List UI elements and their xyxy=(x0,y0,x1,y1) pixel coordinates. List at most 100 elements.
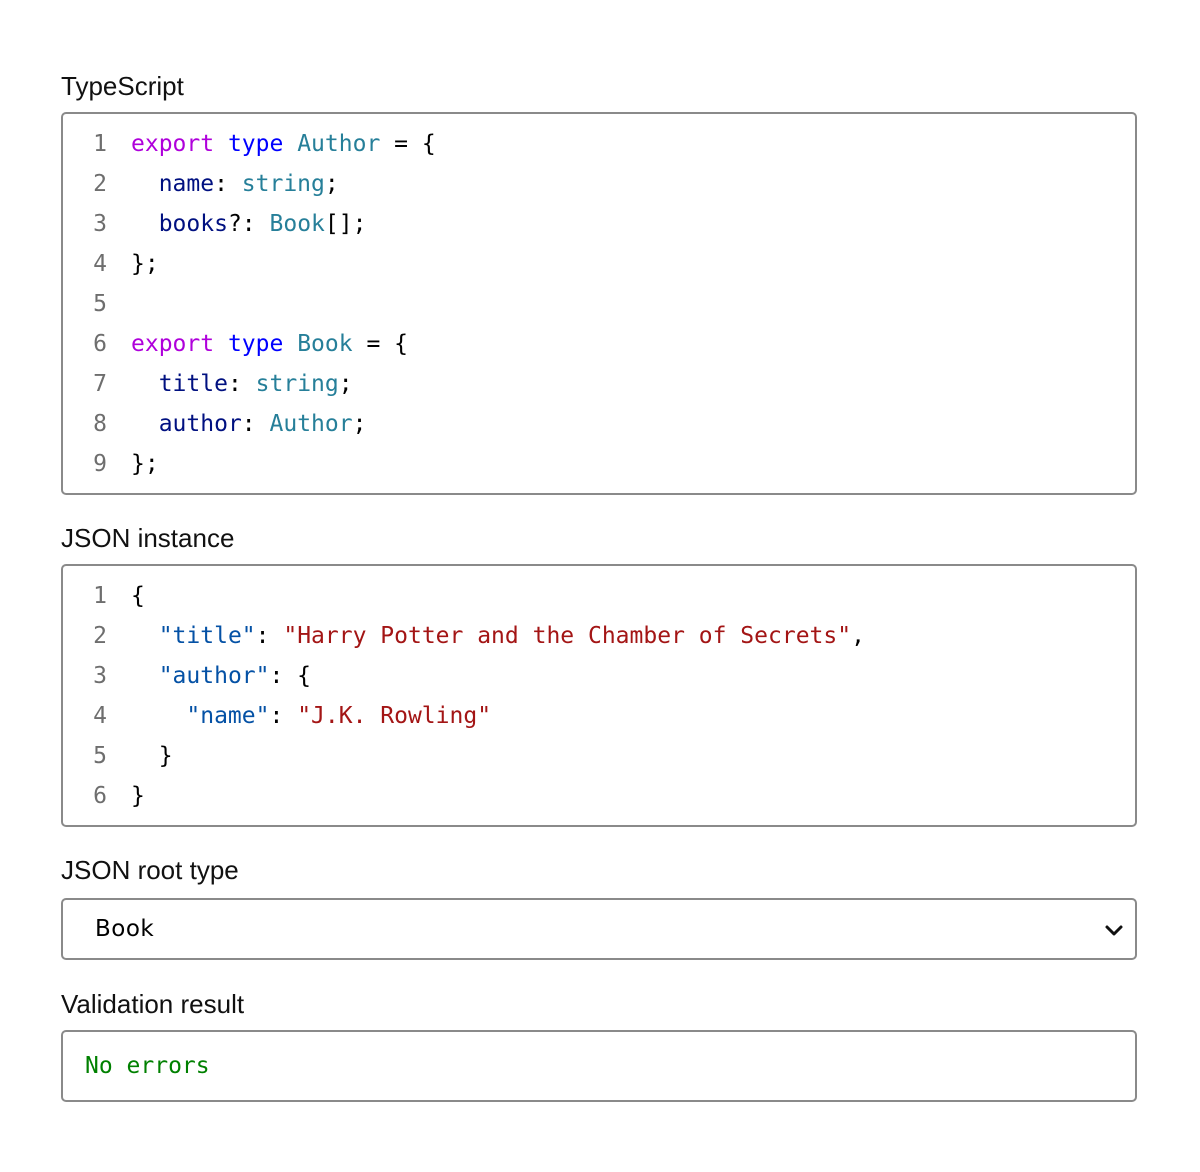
line-number: 2 xyxy=(93,623,107,649)
code-token xyxy=(131,411,159,437)
code-token: "Harry Potter and the Chamber of Secrets… xyxy=(283,623,852,649)
code-token: string xyxy=(241,171,325,197)
code-token: : xyxy=(269,703,298,729)
line-code: { xyxy=(131,576,145,616)
code-token: ; xyxy=(324,171,339,197)
code-token: type xyxy=(227,131,284,157)
code-token xyxy=(131,171,159,197)
code-line: 2 name: string; xyxy=(63,164,1135,204)
code-line: 1 export type Author = { xyxy=(63,124,1135,164)
code-token: } xyxy=(131,783,145,809)
code-token: Author xyxy=(297,131,381,157)
root-type-selected-value: Book xyxy=(95,916,155,942)
code-token xyxy=(131,371,159,397)
root-type-select[interactable]: Book xyxy=(61,898,1137,960)
line-code: title: string; xyxy=(131,364,353,404)
code-token xyxy=(131,703,186,729)
code-token: Author xyxy=(269,411,353,437)
code-token: : xyxy=(255,623,284,649)
code-line: 2 "title": "Harry Potter and the Chamber… xyxy=(63,616,1135,656)
code-token xyxy=(131,663,159,689)
line-number: 2 xyxy=(93,171,107,197)
code-line: 3 "author": { xyxy=(63,656,1135,696)
code-token: }; xyxy=(131,451,159,477)
line-number: 1 xyxy=(93,131,107,157)
code-token: ; xyxy=(338,371,353,397)
line-code: "title": "Harry Potter and the Chamber o… xyxy=(131,616,865,656)
code-token: []; xyxy=(324,211,367,237)
line-number: 5 xyxy=(93,291,107,317)
line-code: }; xyxy=(131,444,159,484)
code-token: "author" xyxy=(158,663,270,689)
code-token: name xyxy=(158,171,215,197)
code-token xyxy=(283,331,297,357)
code-line: 8 author: Author; xyxy=(63,404,1135,444)
code-token: : xyxy=(227,371,256,397)
line-number: 1 xyxy=(93,583,107,609)
code-line: 1{ xyxy=(63,576,1135,616)
root-type-label: JSON root type xyxy=(61,855,239,885)
code-line: 5 xyxy=(63,284,1135,324)
code-line: 3 books?: Book[]; xyxy=(63,204,1135,244)
code-token: books xyxy=(158,211,228,237)
code-line: 4}; xyxy=(63,244,1135,284)
chevron-down-icon xyxy=(1105,925,1123,936)
code-token: author xyxy=(158,411,242,437)
line-number: 7 xyxy=(93,371,107,397)
code-line: 7 title: string; xyxy=(63,364,1135,404)
code-line: 6 export type Book = { xyxy=(63,324,1135,364)
json-instance-editor[interactable]: 1{2 "title": "Harry Potter and the Chamb… xyxy=(61,564,1137,827)
code-line: 4 "name": "J.K. Rowling" xyxy=(63,696,1135,736)
line-number: 4 xyxy=(93,703,107,729)
code-token xyxy=(131,623,159,649)
validation-result-label: Validation result xyxy=(61,989,245,1019)
line-number: 6 xyxy=(93,783,107,809)
line-code: "name": "J.K. Rowling" xyxy=(131,696,491,736)
line-code: }; xyxy=(131,244,159,284)
code-token xyxy=(214,131,228,157)
code-token xyxy=(131,211,159,237)
code-token: { xyxy=(131,583,145,609)
code-token: Book xyxy=(269,211,325,237)
code-token: = { xyxy=(352,331,408,357)
line-code: } xyxy=(131,736,173,776)
code-token xyxy=(214,331,228,357)
code-token: , xyxy=(851,623,865,649)
code-token: export xyxy=(131,331,215,357)
code-token: : { xyxy=(269,663,312,689)
line-code: author: Author; xyxy=(131,404,367,444)
typescript-label: TypeScript xyxy=(61,71,184,101)
json-instance-label: JSON instance xyxy=(61,523,235,553)
code-token: "name" xyxy=(186,703,270,729)
code-token: export xyxy=(131,131,215,157)
line-code: books?: Book[]; xyxy=(131,204,367,244)
code-token: "title" xyxy=(158,623,256,649)
code-token: type xyxy=(227,331,284,357)
code-token: : xyxy=(214,171,242,197)
code-token: : xyxy=(241,411,270,437)
line-number: 6 xyxy=(93,331,107,357)
line-number: 8 xyxy=(93,411,107,437)
code-token: ; xyxy=(352,411,367,437)
code-line: 9}; xyxy=(63,444,1135,484)
code-token: ?: xyxy=(227,211,270,237)
code-line: 6} xyxy=(63,776,1135,816)
code-token: Book xyxy=(297,331,353,357)
line-code: } xyxy=(131,776,145,816)
line-number: 9 xyxy=(93,451,107,477)
code-token: = { xyxy=(380,131,436,157)
code-token: } xyxy=(131,743,173,769)
code-token: }; xyxy=(131,251,159,277)
line-number: 4 xyxy=(93,251,107,277)
code-token: "J.K. Rowling" xyxy=(297,703,492,729)
code-token: string xyxy=(255,371,339,397)
validation-result-message: No errors xyxy=(85,1053,210,1079)
line-number: 5 xyxy=(93,743,107,769)
line-code: "author": { xyxy=(131,656,311,696)
validation-result-box: No errors xyxy=(61,1030,1137,1102)
code-token xyxy=(283,131,297,157)
line-code: export type Author = { xyxy=(131,124,436,164)
line-number: 3 xyxy=(93,211,107,237)
code-token: title xyxy=(158,371,228,397)
